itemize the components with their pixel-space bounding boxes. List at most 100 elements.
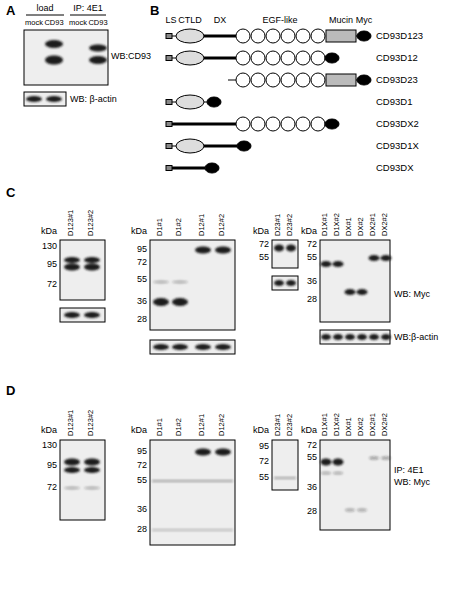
construct-name: CD93D23 <box>376 75 418 85</box>
domain-label: Myc <box>356 16 373 25</box>
size-marker: 55 <box>307 253 317 262</box>
construct-name: CD93D123 <box>376 31 423 41</box>
lane-label: mock <box>25 19 43 27</box>
panel-letter: D <box>6 384 15 397</box>
size-marker: 36 <box>307 483 317 492</box>
lane-label: D1#1 <box>156 218 164 236</box>
size-marker: 36 <box>307 277 317 286</box>
size-marker: 72 <box>47 483 57 492</box>
lane-label: D23#2 <box>286 214 294 236</box>
size-marker: 130 <box>42 441 57 450</box>
size-marker: 55 <box>259 473 269 482</box>
blot-a <box>24 15 108 106</box>
lane-label: DX#2 <box>357 417 365 436</box>
domain-label: EGF-like <box>262 16 297 25</box>
lane-label: D23#1 <box>274 214 282 236</box>
lane-label: DX#1 <box>345 217 353 236</box>
lane-label: D12#2 <box>218 414 226 436</box>
lane-label: D12#2 <box>218 214 226 236</box>
size-marker: 36 <box>137 297 147 306</box>
size-marker: 72 <box>307 240 317 249</box>
antibody-label: WB: Myc <box>394 478 430 487</box>
lane-label: D123#2 <box>87 410 95 436</box>
domain-label: DX <box>214 16 227 25</box>
lane-label: CD93 <box>44 19 63 27</box>
lane-group: IP: 4E1 <box>73 4 103 13</box>
size-marker: kDa <box>131 227 147 236</box>
lane-label: D1#2 <box>175 418 183 436</box>
size-marker: kDa <box>131 426 147 435</box>
lane-label: mock <box>69 19 87 27</box>
size-marker: 72 <box>259 240 269 249</box>
domain-label: LS <box>165 16 176 25</box>
size-marker: 55 <box>259 253 269 262</box>
lane-label: D1X#1 <box>321 213 329 236</box>
antibody-label: IP: 4E1 <box>394 466 424 475</box>
lane-label: DX2#1 <box>369 413 377 436</box>
size-marker: kDa <box>301 227 317 236</box>
size-marker: 28 <box>137 525 147 534</box>
lane-label: DX2#1 <box>369 213 377 236</box>
size-marker: kDa <box>301 426 317 435</box>
size-marker: 95 <box>137 245 147 254</box>
size-marker: kDa <box>253 426 269 435</box>
lane-label: D1#2 <box>175 218 183 236</box>
lane-group: load <box>36 4 53 13</box>
construct-name: CD93D1 <box>376 97 412 107</box>
lane-label: D1X#2 <box>333 213 341 236</box>
size-marker: 95 <box>47 260 57 269</box>
size-marker: 95 <box>259 442 269 451</box>
antibody-label: WB:CD93 <box>111 52 151 61</box>
lane-label: D23#2 <box>286 414 294 436</box>
antibody-label: WB: β-actin <box>70 95 117 104</box>
lane-label: D1X#1 <box>321 413 329 436</box>
antibody-label: WB:β-actin <box>394 333 438 342</box>
antibody-label: WB: Myc <box>394 290 430 299</box>
panel-letter: B <box>150 4 159 17</box>
lane-label: D12#1 <box>198 414 206 436</box>
size-marker: 72 <box>47 280 57 289</box>
size-marker: 55 <box>137 275 147 284</box>
lane-label: D123#2 <box>87 210 95 236</box>
construct-name: CD93D12 <box>376 53 418 63</box>
panel-letter: A <box>6 4 15 17</box>
construct-name: CD93D1X <box>376 141 419 151</box>
lane-label: CD93 <box>88 19 107 27</box>
lane-label: DX#2 <box>357 217 365 236</box>
size-marker: 55 <box>137 476 147 485</box>
lane-label: DX#1 <box>345 417 353 436</box>
size-marker: 72 <box>137 258 147 267</box>
lane-label: D1X#2 <box>333 413 341 436</box>
size-marker: 28 <box>307 295 317 304</box>
lane-label: D123#1 <box>67 410 75 436</box>
size-marker: 95 <box>137 447 147 456</box>
lane-label: D12#1 <box>198 214 206 236</box>
lane-label: D123#1 <box>67 210 75 236</box>
size-marker: 55 <box>307 453 317 462</box>
panel-letter: C <box>6 186 15 199</box>
size-marker: 72 <box>307 441 317 450</box>
size-marker: 72 <box>259 457 269 466</box>
size-marker: 28 <box>307 507 317 516</box>
size-marker: 72 <box>137 461 147 470</box>
size-marker: kDa <box>41 227 57 236</box>
size-marker: 28 <box>137 315 147 324</box>
domain-label: Mucin <box>329 16 353 25</box>
construct-name: CD93DX <box>376 163 414 173</box>
lane-label: D23#1 <box>274 414 282 436</box>
blot-c <box>60 240 392 354</box>
size-marker: 36 <box>137 505 147 514</box>
lane-label: DX2#2 <box>381 213 389 236</box>
domain-label: CTLD <box>178 16 202 25</box>
lane-label: D1#1 <box>156 418 164 436</box>
lane-label: DX2#2 <box>381 413 389 436</box>
construct-name: CD93DX2 <box>376 119 419 129</box>
size-marker: 95 <box>47 461 57 470</box>
blot-d <box>60 440 391 545</box>
construct-schematic <box>166 29 371 173</box>
size-marker: kDa <box>41 426 57 435</box>
size-marker: 130 <box>42 242 57 251</box>
size-marker: kDa <box>253 227 269 236</box>
